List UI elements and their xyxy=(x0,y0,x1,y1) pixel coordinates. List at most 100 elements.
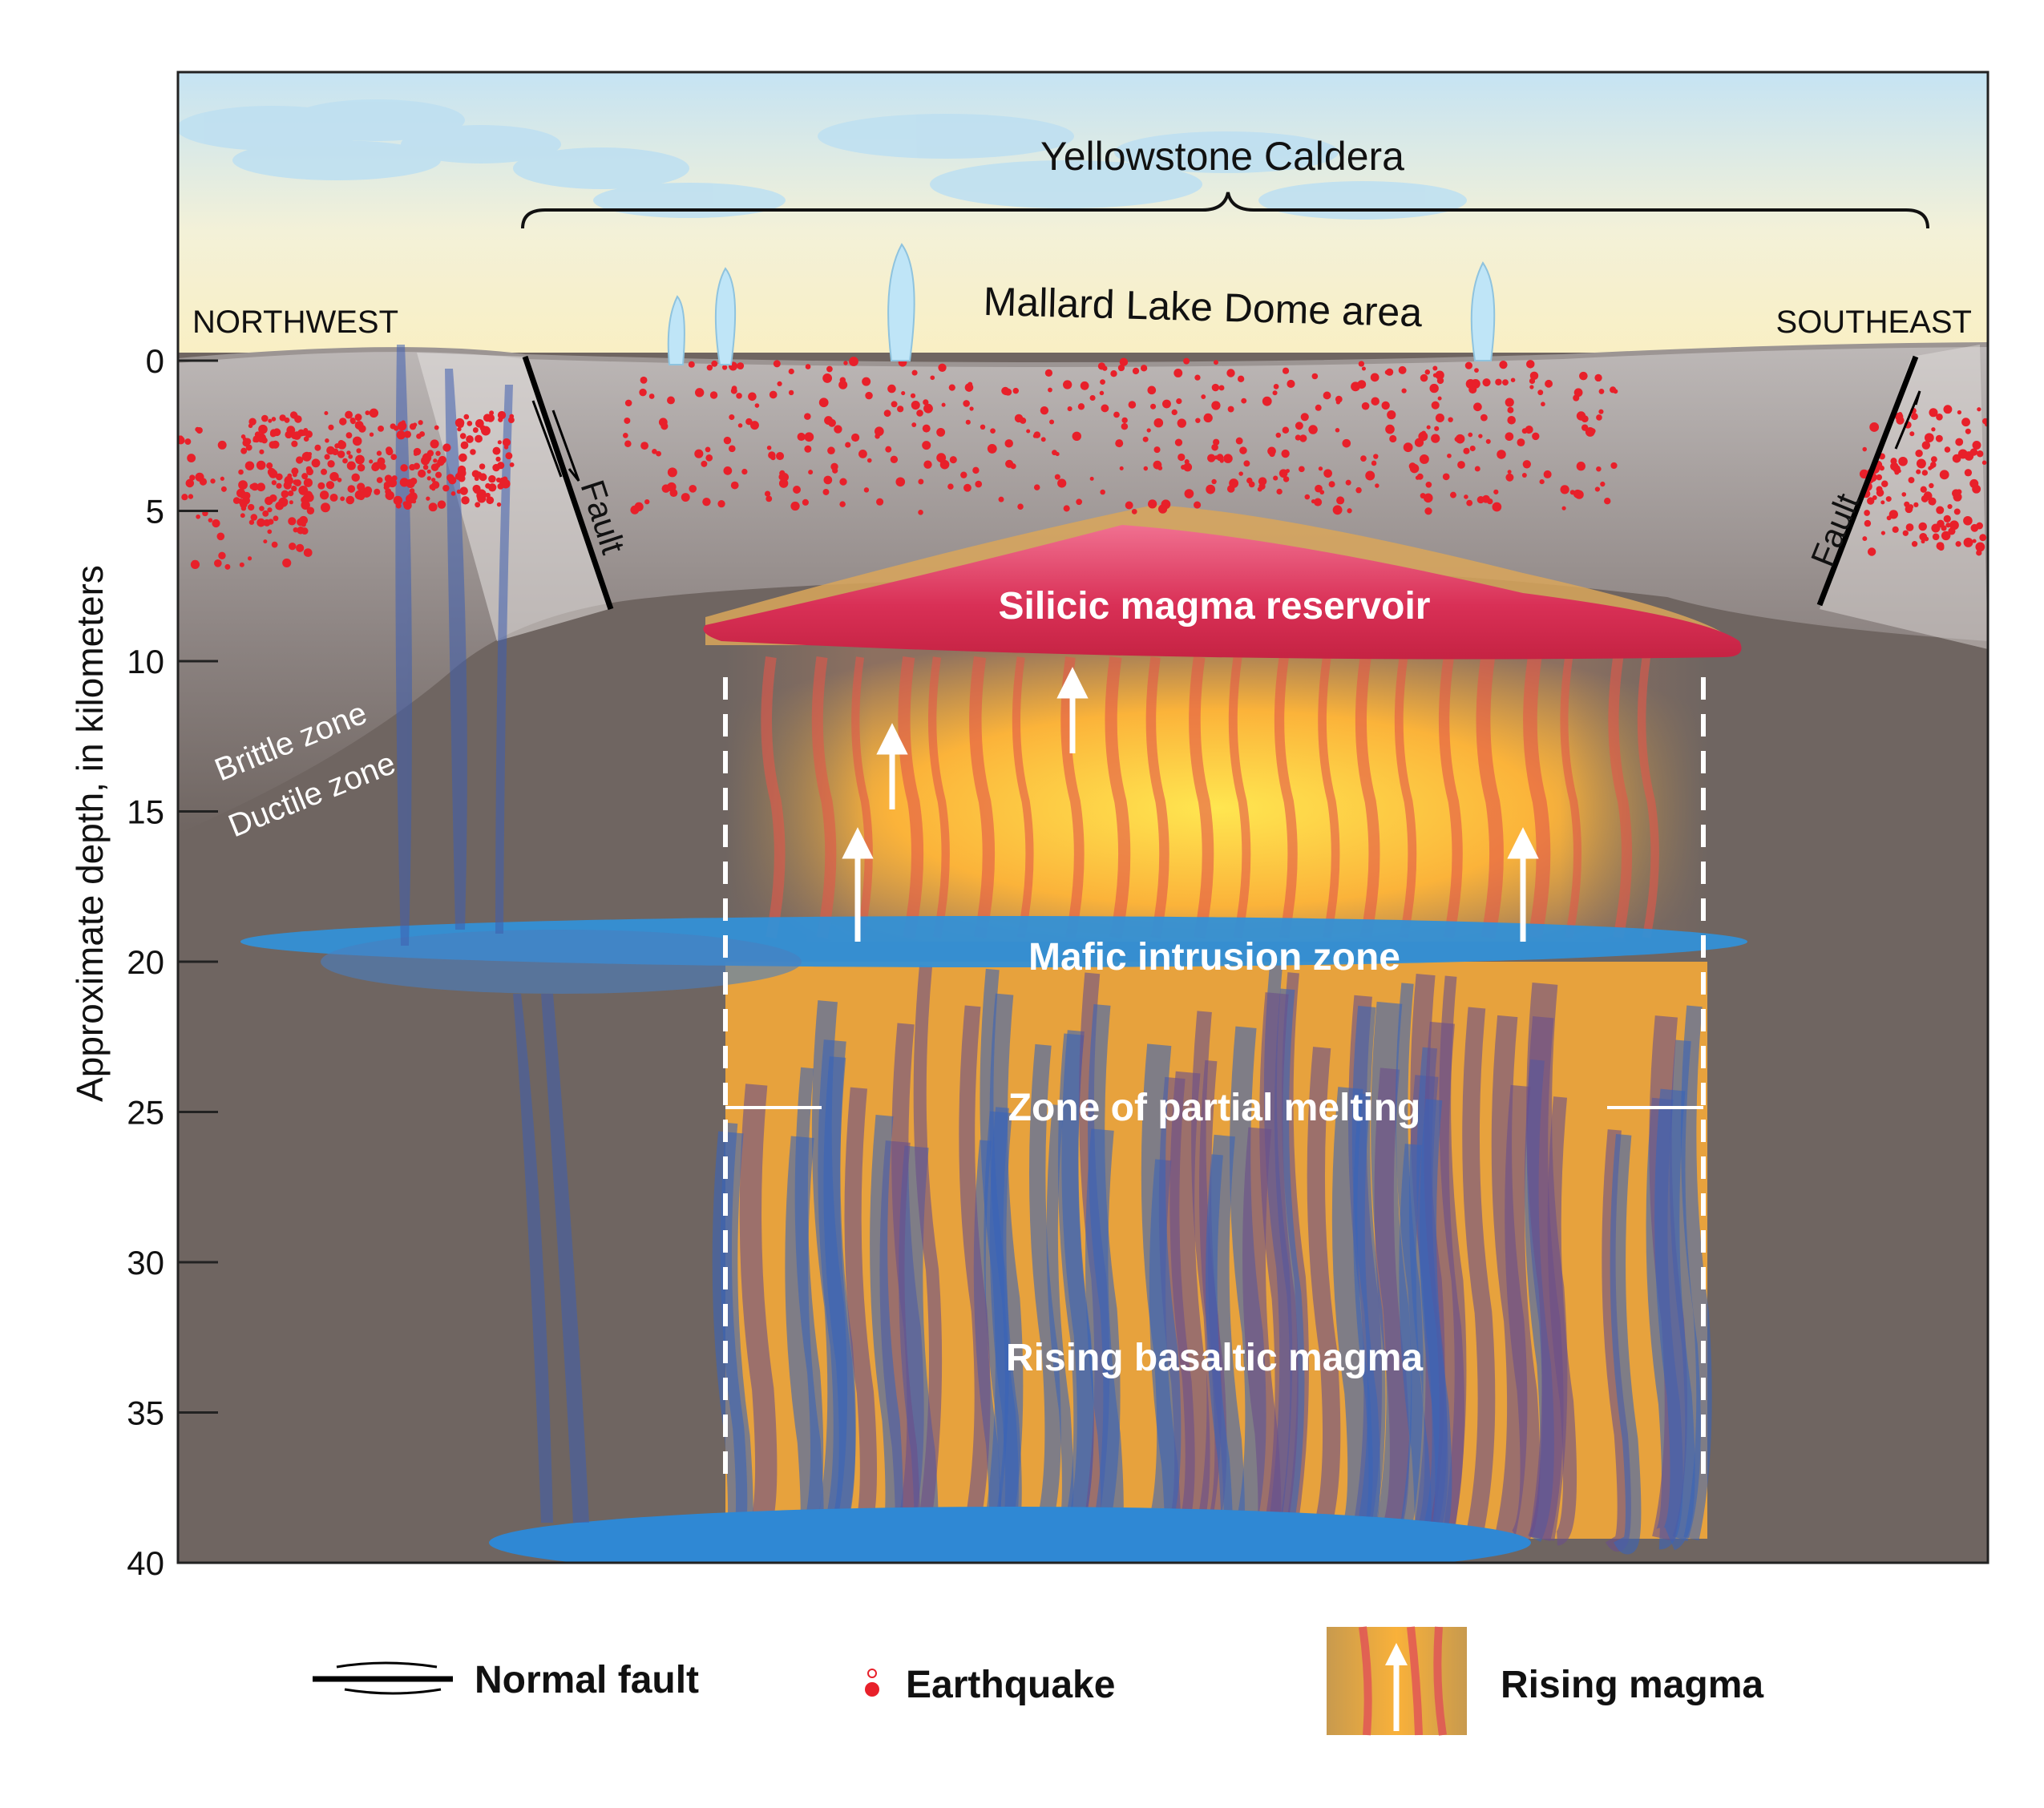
earthquake-icon xyxy=(865,1682,879,1697)
earthquake-dot xyxy=(930,375,935,381)
earthquake-dot xyxy=(395,502,402,509)
earthquake-dot xyxy=(1426,425,1431,430)
earthquake-dot xyxy=(1596,414,1602,421)
northwest-label: NORTHWEST xyxy=(192,305,398,340)
earthquake-dot xyxy=(1033,484,1040,490)
earthquake-dot xyxy=(1526,360,1535,369)
earthquake-dot xyxy=(474,488,479,494)
earthquake-dot xyxy=(306,506,315,515)
earthquake-dot xyxy=(1409,463,1420,474)
earthquake-dot xyxy=(220,486,227,492)
earthquake-dot xyxy=(329,471,339,482)
earthquake-dot xyxy=(702,497,711,506)
earthquake-dot xyxy=(1315,404,1322,411)
earthquake-dot xyxy=(624,399,632,407)
earthquake-dot xyxy=(1981,460,1987,466)
earthquake-dot xyxy=(822,373,833,383)
earthquake-dot xyxy=(1308,425,1318,434)
earthquake-dot xyxy=(1944,446,1951,453)
earthquake-dot xyxy=(728,445,736,453)
earthquake-dot xyxy=(430,463,439,471)
earthquake-dot xyxy=(1867,497,1875,505)
earthquake-dot xyxy=(1282,426,1290,434)
earthquake-dot xyxy=(1328,481,1335,488)
earthquake-dot xyxy=(167,426,175,434)
earthquake-dot xyxy=(1315,484,1323,493)
earthquake-dot xyxy=(1957,410,1962,415)
earthquake-dot xyxy=(669,489,678,498)
earthquake-dot xyxy=(365,410,370,416)
earthquake-dot xyxy=(239,492,246,499)
earthquake-dot xyxy=(1194,501,1202,509)
earthquake-dot xyxy=(972,466,980,474)
earthquake-dot xyxy=(768,451,776,459)
earthquake-dot xyxy=(895,477,906,487)
earthquake-dot xyxy=(314,444,321,451)
earthquake-dot xyxy=(858,449,867,458)
earthquake-dot xyxy=(916,410,923,417)
earthquake-dot xyxy=(1146,428,1151,433)
earthquake-dot xyxy=(1869,422,1880,432)
earthquake-dot xyxy=(1203,413,1213,423)
earthquake-dot xyxy=(804,413,811,420)
earthquake-dot xyxy=(1361,402,1370,410)
earthquake-dot xyxy=(1101,404,1109,413)
earthquake-dot xyxy=(1153,446,1161,454)
earthquake-dot xyxy=(949,456,957,464)
earthquake-dot xyxy=(291,467,299,475)
earthquake-dot xyxy=(168,503,172,507)
earthquake-dot xyxy=(1295,422,1303,430)
earthquake-dot xyxy=(168,454,175,461)
earthquake-dot xyxy=(1423,493,1433,503)
earthquake-dot xyxy=(1864,510,1870,516)
earthquake-dot xyxy=(428,502,438,512)
earthquake-dot xyxy=(969,406,974,411)
earthquake-dot xyxy=(1342,438,1351,448)
earthquake-dot xyxy=(923,460,932,469)
earthquake-dot xyxy=(269,494,277,502)
earthquake-dot xyxy=(1147,385,1157,395)
earthquake-dot xyxy=(476,421,483,427)
earthquake-dot xyxy=(1026,429,1031,434)
earthquake-dot xyxy=(1223,454,1233,463)
earthquake-dot xyxy=(1885,496,1892,502)
earthquake-dot xyxy=(1505,432,1514,442)
earthquake-dot xyxy=(1909,431,1915,437)
earthquake-dot xyxy=(1594,373,1602,382)
earthquake-dot xyxy=(1921,441,1931,450)
earthquake-dot xyxy=(486,414,495,422)
earthquake-dot xyxy=(1573,394,1580,402)
earthquake-dot xyxy=(990,428,996,434)
earthquake-dot xyxy=(1449,491,1456,498)
earthquake-dot xyxy=(804,432,814,442)
earthquake-dot xyxy=(1431,434,1440,443)
earthquake-dot xyxy=(1420,373,1428,382)
earthquake-dot xyxy=(1371,397,1379,406)
earthquake-dot xyxy=(737,423,743,428)
earthquake-dot xyxy=(1905,523,1914,531)
earthquake-dot xyxy=(1229,478,1239,488)
earthquake-dot xyxy=(299,515,308,525)
earthquake-dot xyxy=(936,453,947,463)
geyser-icon xyxy=(1470,261,1496,361)
earthquake-dot xyxy=(1214,360,1218,365)
earthquake-dot xyxy=(745,418,753,426)
legend-earthquake: Earthquake xyxy=(865,1664,1115,1706)
earthquake-dot xyxy=(1128,401,1137,409)
earthquake-dot xyxy=(1389,434,1397,443)
earthquake-dot xyxy=(247,556,252,561)
earthquake-dot xyxy=(624,440,632,447)
earthquake-dot xyxy=(1361,366,1366,371)
earthquake-dot xyxy=(275,473,283,481)
earthquake-dot xyxy=(1859,469,1869,479)
earthquake-dot xyxy=(1964,451,1974,461)
earthquake-dot xyxy=(885,446,892,453)
earthquake-dot xyxy=(258,424,268,434)
earthquake-dot xyxy=(1414,438,1424,447)
earthquake-dot xyxy=(1908,504,1914,510)
earthquake-dot xyxy=(1945,523,1951,528)
earthquake-dot xyxy=(1543,470,1552,478)
earthquake-dot xyxy=(975,480,983,488)
earthquake-dot xyxy=(1541,402,1545,407)
earthquake-dot xyxy=(195,472,204,482)
